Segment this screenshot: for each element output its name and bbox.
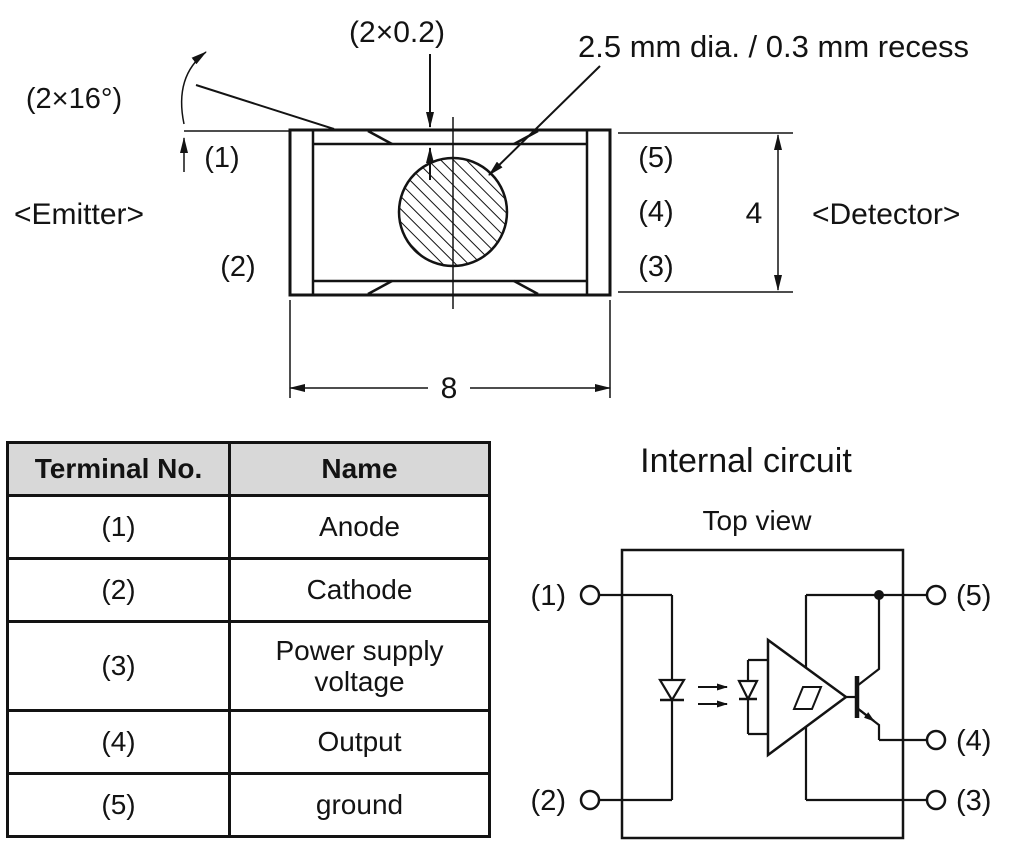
circuit-pin-label-1: (1) (531, 580, 566, 612)
led-symbol (658, 678, 686, 703)
aperture-note-label: 2.5 mm dia. / 0.3 mm recess (578, 29, 969, 64)
pin-terminals (579, 584, 947, 811)
pin-label-1: (1) (204, 142, 239, 174)
terminal-name-cell: Power supply voltage (228, 620, 491, 712)
circuit-title: Internal circuit (640, 442, 852, 480)
aperture-leader-line (488, 65, 601, 176)
chamfer-angle-label: (2×16°) (26, 83, 122, 115)
hysteresis-icon (792, 686, 823, 710)
pin-terminal-4 (925, 729, 947, 751)
pin-label-3: (3) (638, 251, 673, 283)
width-dim-label: 8 (441, 372, 458, 405)
pin-terminal-2 (579, 789, 601, 811)
terminal-table: Terminal No. Name (1) Anode (2) Cathode … (6, 441, 491, 838)
pin-label-5: (5) (638, 142, 673, 174)
table-row: (4) Output (6, 709, 491, 775)
detector-label: <Detector> (812, 198, 960, 231)
circuit-subtitle: Top view (703, 505, 813, 536)
package-recess-bottom (313, 279, 587, 296)
circuit-box (620, 548, 905, 840)
circuit-pin-label-3: (3) (956, 785, 991, 817)
photodiode-symbol (737, 658, 768, 736)
circuit-pin-label-4: (4) (956, 725, 991, 757)
terminal-no-cell: (2) (6, 557, 231, 623)
circuit-pin-label-5: (5) (956, 580, 991, 612)
col-header-name: Name (228, 441, 491, 497)
pin-terminal-5 (925, 584, 947, 606)
terminal-no-cell: (4) (6, 709, 231, 775)
terminal-name-cell: ground (228, 772, 491, 838)
table-row: (5) ground (6, 772, 491, 838)
junction-dot (874, 590, 884, 600)
height-dim-label: 4 (746, 197, 763, 230)
pin-label-4: (4) (638, 196, 673, 228)
terminal-no-cell: (5) (6, 772, 231, 838)
table-row: (3) Power supply voltage (6, 620, 491, 712)
circuit-pin-label-2: (2) (531, 785, 566, 817)
transistor-symbol (846, 595, 881, 740)
table-row: (2) Cathode (6, 557, 491, 623)
table-header-row: Terminal No. Name (6, 441, 491, 497)
recess-dim-label: (2×0.2) (349, 16, 445, 49)
aperture-circle (397, 156, 509, 268)
terminal-name-cell: Output (228, 709, 491, 775)
col-header-terminal-no: Terminal No. (6, 441, 231, 497)
terminal-no-cell: (1) (6, 494, 231, 560)
light-arrows-icon (698, 683, 728, 708)
table-row: (1) Anode (6, 494, 491, 560)
terminal-name-cell: Cathode (228, 557, 491, 623)
circuit-wires (599, 593, 927, 802)
terminal-name-cell: Anode (228, 494, 491, 560)
width-dimension (289, 300, 611, 398)
height-dimension (618, 132, 793, 293)
pin-label-2: (2) (220, 251, 255, 283)
emitter-label: <Emitter> (14, 198, 144, 231)
pin-terminal-1 (579, 584, 601, 606)
terminal-no-cell: (3) (6, 620, 231, 712)
internal-circuit-svg: Internal circuit Top view (531, 442, 991, 840)
mechanical-drawing-svg: (2×0.2) 2.5 mm dia. / 0.3 mm recess (2×1… (14, 16, 969, 405)
amplifier-symbol (766, 637, 849, 758)
pin-terminal-3 (925, 789, 947, 811)
chamfer-annotation (180, 51, 335, 172)
